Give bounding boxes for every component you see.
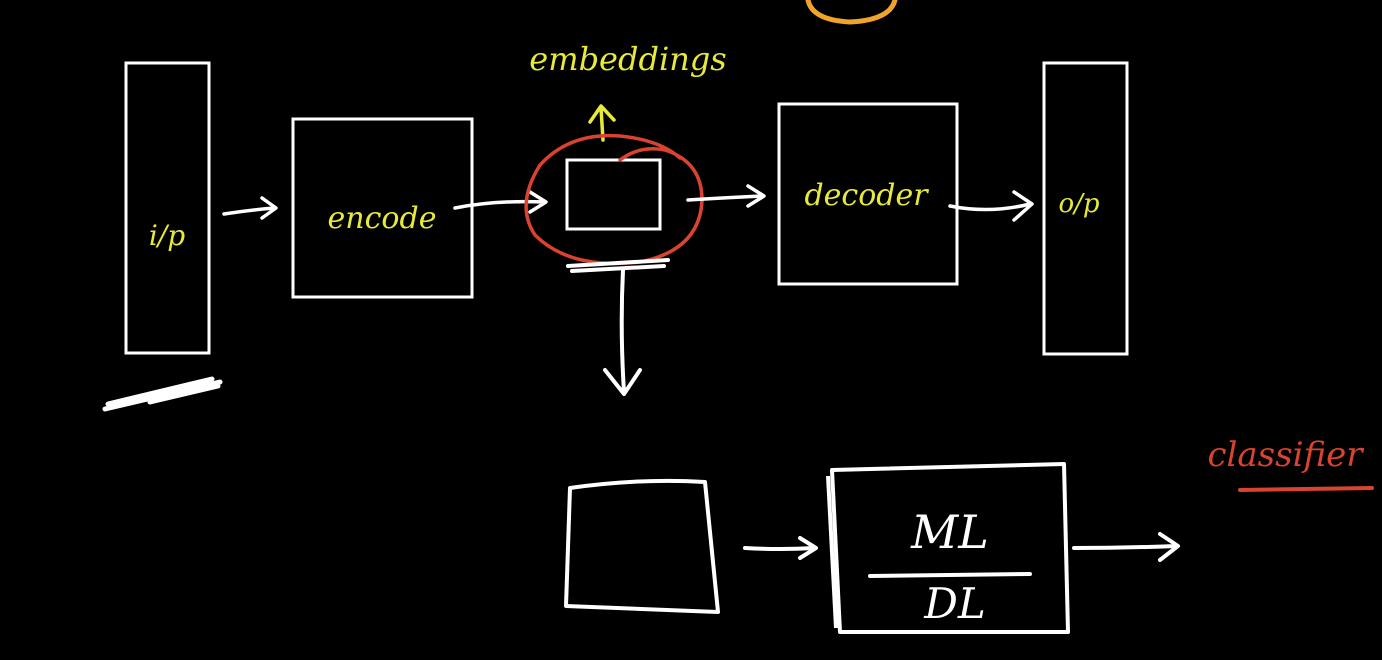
classifier-label: classifier (1207, 435, 1364, 475)
embedding-box (565, 158, 662, 231)
arrow-model-to-classifier (1072, 532, 1180, 562)
decoder-label: decoder (804, 178, 929, 213)
dl-label: DL (923, 579, 986, 628)
arrow-embedding-to-decoder (686, 184, 766, 208)
input-label: i/p (149, 219, 185, 252)
arrow-encoder-to-embedding (453, 190, 548, 214)
model-box (826, 462, 1070, 634)
output-box (1042, 61, 1129, 356)
arrow-embedding-down (603, 268, 642, 396)
encoder-box (291, 117, 474, 299)
embeddings-label: embeddings (529, 40, 726, 78)
orange-scribble (805, 0, 898, 25)
input-box (124, 61, 211, 355)
embedding-red-circle (524, 133, 704, 266)
ml-label: ML (910, 505, 989, 559)
output-label: o/p (1058, 189, 1099, 219)
classifier-underline (1238, 486, 1374, 492)
feature-box (564, 478, 720, 614)
model-divider (868, 572, 1032, 578)
decoder-box (777, 102, 959, 286)
encoder-label: encode (328, 201, 437, 236)
arrow-features-to-model (743, 536, 818, 560)
arrow-input-to-encoder (222, 196, 278, 220)
input-underline-scribble (102, 376, 223, 412)
arrow-decoder-to-output (948, 190, 1034, 222)
embedding-underline (566, 258, 670, 273)
